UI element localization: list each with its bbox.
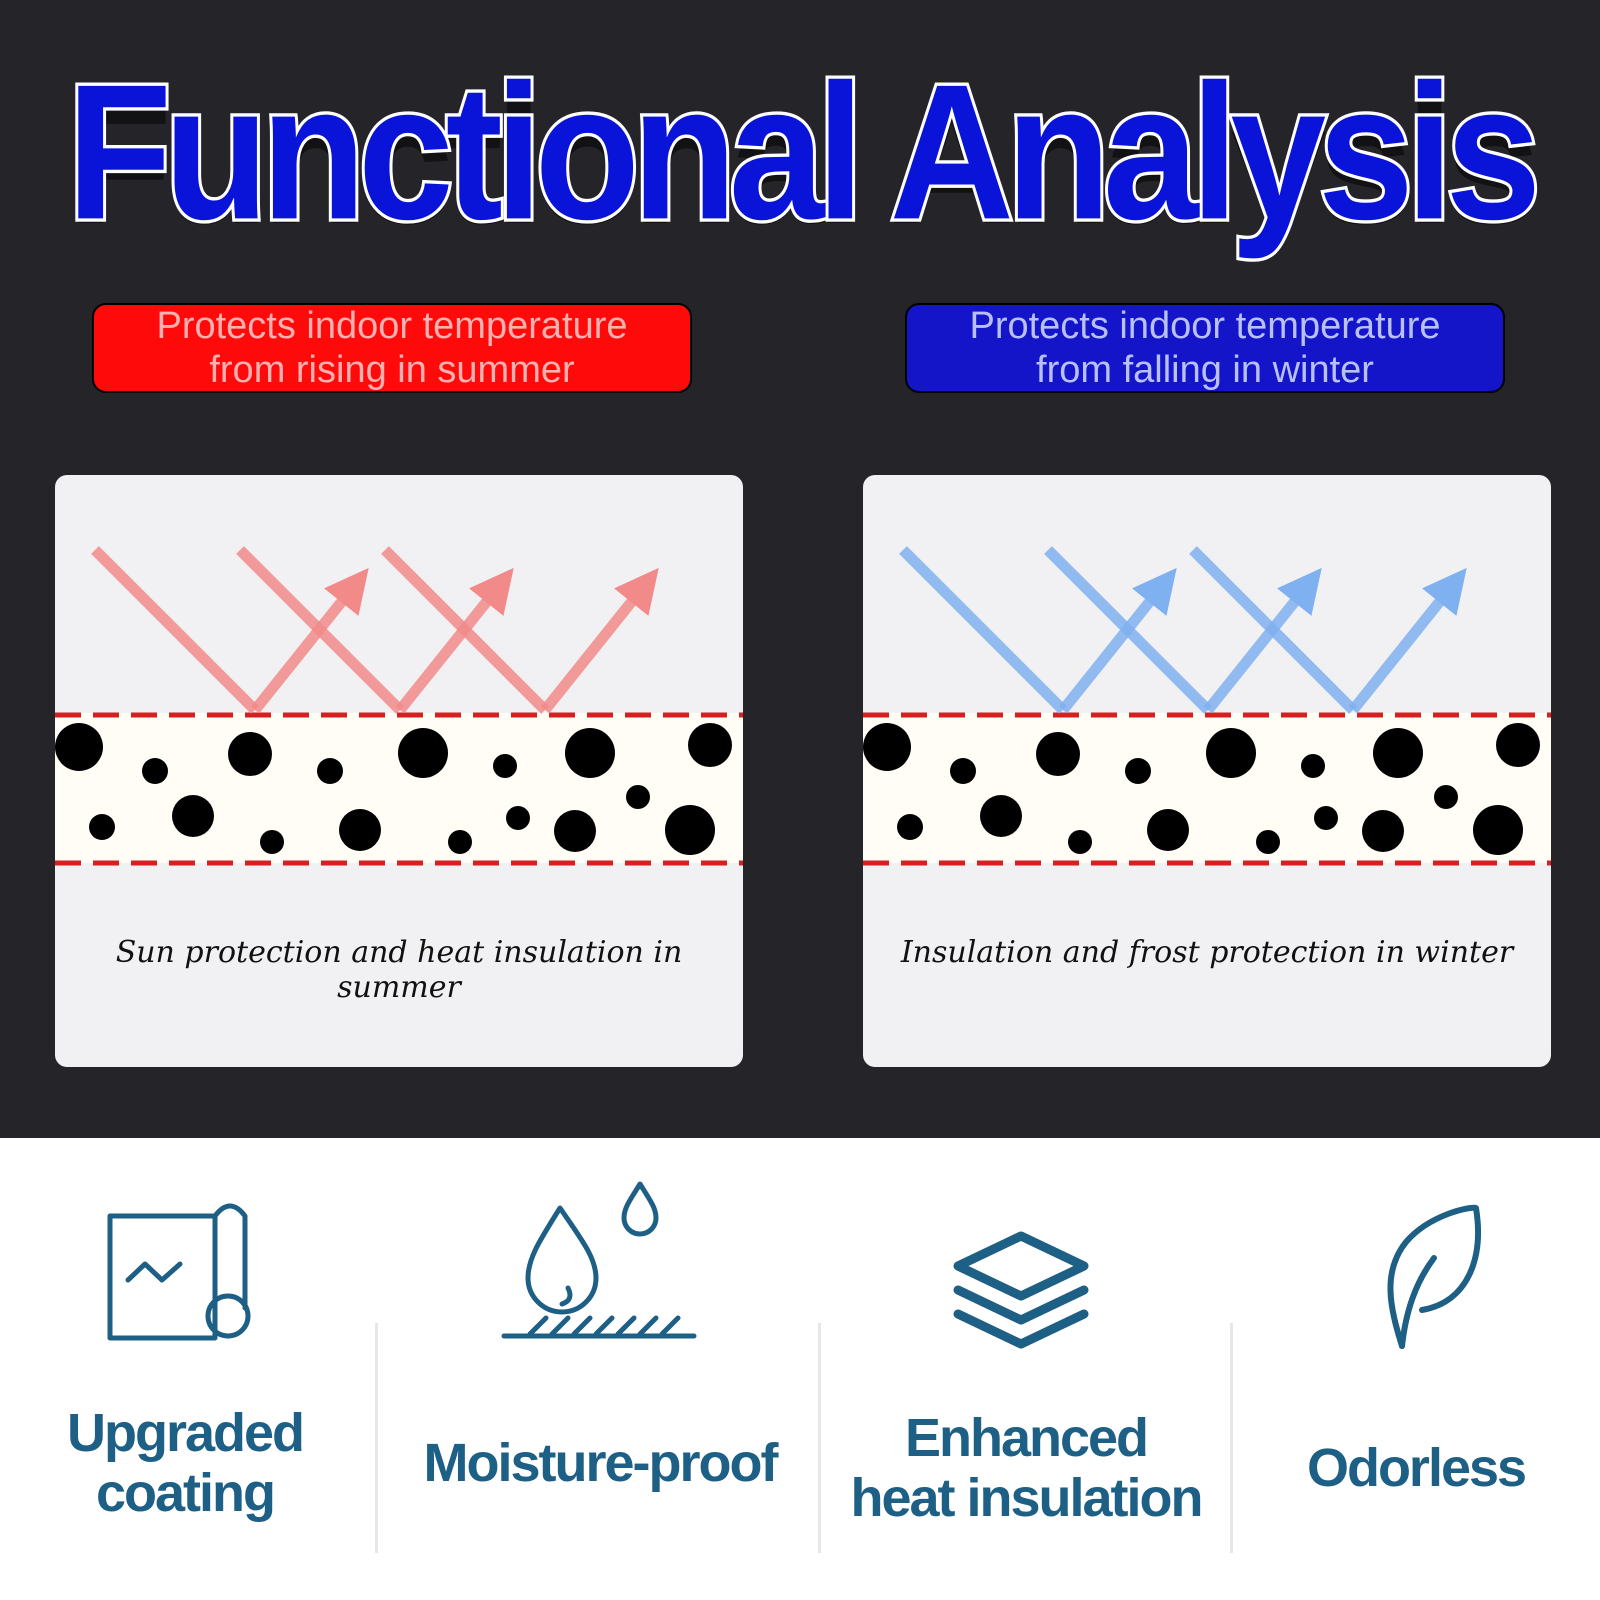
particle-dot <box>554 810 596 852</box>
feature-label: Enhanced heat insulation <box>820 1408 1232 1528</box>
particle-dot <box>863 723 911 771</box>
reflected-ray <box>540 567 659 714</box>
particle-dot <box>317 758 343 784</box>
particle-dot <box>142 758 168 784</box>
particle-dot <box>626 785 650 809</box>
feature-label-line2: heat insulation <box>850 1468 1203 1528</box>
feature-moisture-proof: Moisture-proof <box>380 1138 820 1600</box>
incoming-ray <box>236 546 404 714</box>
leaf-icon <box>1387 1204 1481 1349</box>
incoming-ray <box>1044 546 1212 714</box>
incoming-ray <box>91 546 259 714</box>
winter-reflection-diagram <box>863 546 1551 866</box>
particle-dot <box>1206 728 1256 778</box>
winter-diagram-panel: Insulation and frost protection in winte… <box>863 475 1551 1067</box>
particle-dot <box>1496 723 1540 767</box>
particle-dot <box>1068 830 1092 854</box>
feature-label-line1: Moisture-proof <box>423 1433 779 1493</box>
particle-dot <box>1314 806 1338 830</box>
particle-dot <box>950 758 976 784</box>
title-shadow: Functional Analysis <box>66 68 1541 260</box>
particle-dot <box>506 806 530 830</box>
insulation-layer <box>863 713 1551 863</box>
particle-dot <box>565 728 615 778</box>
particle-dot <box>1434 785 1458 809</box>
water-drops-icon <box>501 1181 697 1339</box>
coating-roll-icon <box>107 1203 251 1341</box>
winter-caption: Insulation and frost protection in winte… <box>900 935 1514 970</box>
particle-dot <box>89 814 115 840</box>
dark-header-section: Functional Analysis Functional Analysis … <box>0 0 1600 1138</box>
winter-banner-line1: Protects indoor temperature <box>969 305 1441 347</box>
incoming-ray <box>899 546 1067 714</box>
particle-dot <box>1362 810 1404 852</box>
summer-reflection-diagram <box>55 546 743 866</box>
reflected-ray <box>395 567 514 714</box>
insulation-layer <box>55 713 743 863</box>
particle-dot <box>1147 809 1189 851</box>
summer-banner-line2: from rising in summer <box>209 349 575 391</box>
reflected-ray <box>1058 567 1177 714</box>
incoming-ray <box>381 546 549 714</box>
particle-dot <box>1125 758 1151 784</box>
feature-label: Upgraded coating <box>20 1403 350 1523</box>
particle-dot <box>228 732 272 776</box>
particle-dot <box>448 830 472 854</box>
reflected-ray <box>1348 567 1467 714</box>
particle-dot <box>688 723 732 767</box>
particle-dot <box>398 728 448 778</box>
particle-dot <box>1473 805 1523 855</box>
summer-banner-line1: Protects indoor temperature <box>156 305 628 347</box>
winter-banner-line2: from falling in winter <box>1036 349 1374 391</box>
feature-label: Odorless <box>1232 1438 1600 1498</box>
particle-dot <box>980 795 1022 837</box>
reflected-ray <box>1203 567 1322 714</box>
title-area: Functional Analysis Functional Analysis <box>0 44 1600 260</box>
particle-dot <box>1036 732 1080 776</box>
particle-dot <box>897 814 923 840</box>
particle-dot <box>339 809 381 851</box>
feature-label-line1: Enhanced <box>904 1408 1149 1468</box>
feature-label-line2: coating <box>95 1463 276 1523</box>
feature-divider <box>375 1323 378 1553</box>
feature-enhanced-insulation: Enhanced heat insulation <box>820 1138 1232 1600</box>
particle-dot <box>1256 830 1280 854</box>
particle-dot <box>493 754 517 778</box>
particle-dot <box>665 805 715 855</box>
summer-banner: Protects indoor temperature from rising … <box>92 303 692 393</box>
incoming-ray <box>1189 546 1357 714</box>
summer-diagram-panel: Sun protection and heat insulation in su… <box>55 475 743 1067</box>
summer-caption: Sun protection and heat insulation in su… <box>115 935 683 1005</box>
reflected-ray <box>250 567 369 714</box>
particle-dot <box>172 795 214 837</box>
features-row: Upgraded coating Moisture-proof <box>0 1138 1600 1600</box>
feature-divider <box>818 1323 821 1553</box>
feature-upgraded-coating: Upgraded coating <box>0 1138 380 1600</box>
feature-divider <box>1230 1323 1233 1553</box>
particle-dot <box>1373 728 1423 778</box>
feature-label-line1: Odorless <box>1306 1438 1527 1498</box>
particle-dot <box>55 723 103 771</box>
feature-label: Moisture-proof <box>380 1433 820 1493</box>
page-title: Functional Analysis <box>64 44 1544 260</box>
winter-banner: Protects indoor temperature from falling… <box>905 303 1505 393</box>
particle-dot <box>1301 754 1325 778</box>
feature-odorless: Odorless <box>1232 1138 1600 1600</box>
particle-dot <box>260 830 284 854</box>
feature-label-line1: Upgraded <box>66 1403 305 1463</box>
layers-stack-icon <box>953 1231 1089 1349</box>
